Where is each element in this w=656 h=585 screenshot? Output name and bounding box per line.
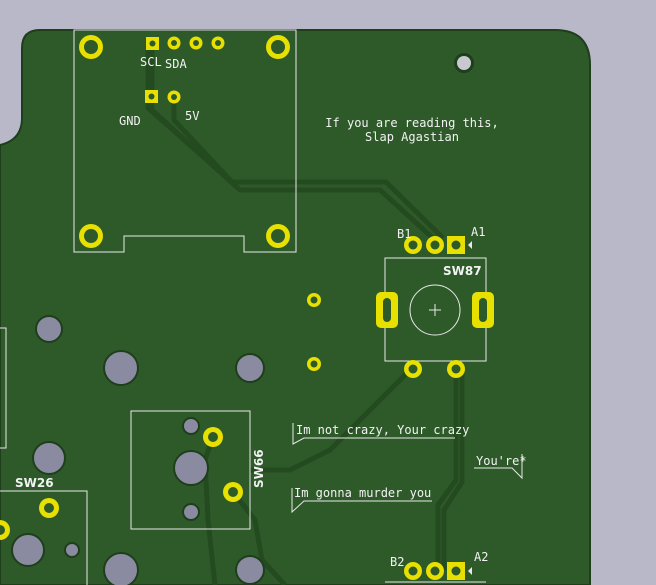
label-sw26: SW26 bbox=[15, 476, 54, 490]
label-scl: SCL bbox=[140, 55, 162, 69]
label-sw66: SW66 bbox=[252, 449, 266, 488]
label-b2: B2 bbox=[390, 555, 404, 569]
note-crazy: Im not crazy, Your crazy bbox=[296, 423, 469, 437]
label-b1: B1 bbox=[397, 227, 411, 241]
label-a1: A1 bbox=[471, 225, 485, 239]
drill-holes bbox=[11, 315, 265, 585]
note-youre: You're* bbox=[476, 454, 527, 468]
header-pads bbox=[145, 36, 225, 104]
sw26-footprint bbox=[0, 490, 88, 585]
note-line-1: If you are reading this, bbox=[325, 116, 498, 130]
vias bbox=[307, 293, 321, 371]
board-outline bbox=[0, 29, 591, 585]
mounting-holes bbox=[79, 35, 474, 248]
silkscreen-leaders bbox=[291, 423, 523, 514]
note-line-2: Slap Agastian bbox=[365, 130, 459, 144]
label-a2: A2 bbox=[474, 550, 488, 564]
sw66-footprint bbox=[130, 410, 251, 530]
label-sda: SDA bbox=[165, 57, 187, 71]
label-5v: 5V bbox=[185, 109, 199, 123]
sw87-encoder-footprint bbox=[376, 236, 494, 378]
module-outline bbox=[73, 29, 297, 253]
encoder-2-footprint bbox=[385, 562, 486, 583]
label-sw87: SW87 bbox=[443, 264, 482, 278]
silkscreen-text: SCL SDA GND 5V If you are reading this, … bbox=[15, 55, 527, 569]
copper-traces bbox=[145, 44, 465, 585]
partial-footprint-outline bbox=[0, 327, 7, 449]
label-gnd: GND bbox=[119, 114, 141, 128]
note-murder: Im gonna murder you bbox=[294, 486, 431, 500]
